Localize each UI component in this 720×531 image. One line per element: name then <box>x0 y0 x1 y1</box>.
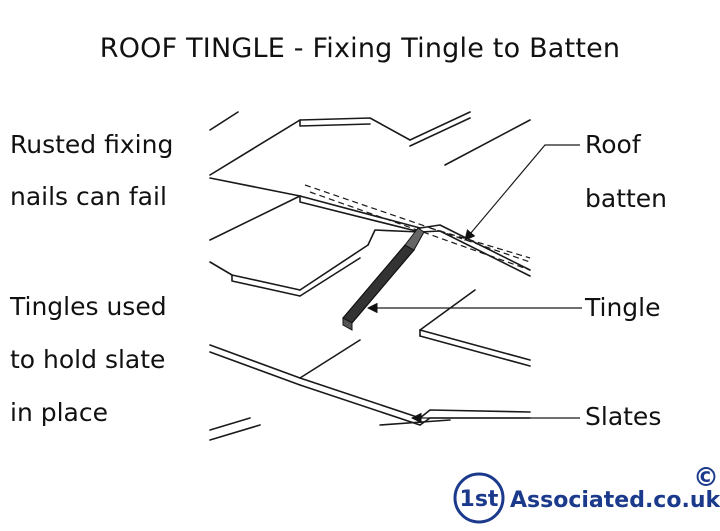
annotation-rusted-nails: Rusted fixing nails can fail <box>10 130 173 211</box>
copyright-mark: © <box>693 463 719 493</box>
annotation-tingles-used-line-2: to hold slate <box>10 345 165 374</box>
annotation-rusted-nails-line-1: Rusted fixing <box>10 130 173 159</box>
label-roof-batten: Roof batten <box>585 130 667 213</box>
brand-name: Associated.co.uk <box>510 488 720 513</box>
annotation-rusted-nails-line-2: nails can fail <box>10 182 167 211</box>
page-title: ROOF TINGLE - Fixing Tingle to Batten <box>100 33 621 64</box>
brand-logo: 1st Associated.co.uk © <box>453 463 720 524</box>
label-roof-batten-line-2: batten <box>585 184 667 213</box>
annotation-tingles-used: Tingles used to hold slate in place <box>9 292 167 427</box>
label-slates: Slates <box>585 402 661 431</box>
label-tingle: Tingle <box>584 293 661 322</box>
brand-badge <box>453 472 505 524</box>
label-roof-batten-line-1: Roof <box>585 130 642 159</box>
brand-badge-text: 1st <box>460 487 499 512</box>
annotation-tingles-used-line-3: in place <box>10 398 108 427</box>
annotation-tingles-used-line-1: Tingles used <box>9 292 167 321</box>
arrow-roof-batten <box>464 144 580 241</box>
roof-slates-drawing <box>209 111 531 441</box>
tingle-strip <box>342 227 425 331</box>
